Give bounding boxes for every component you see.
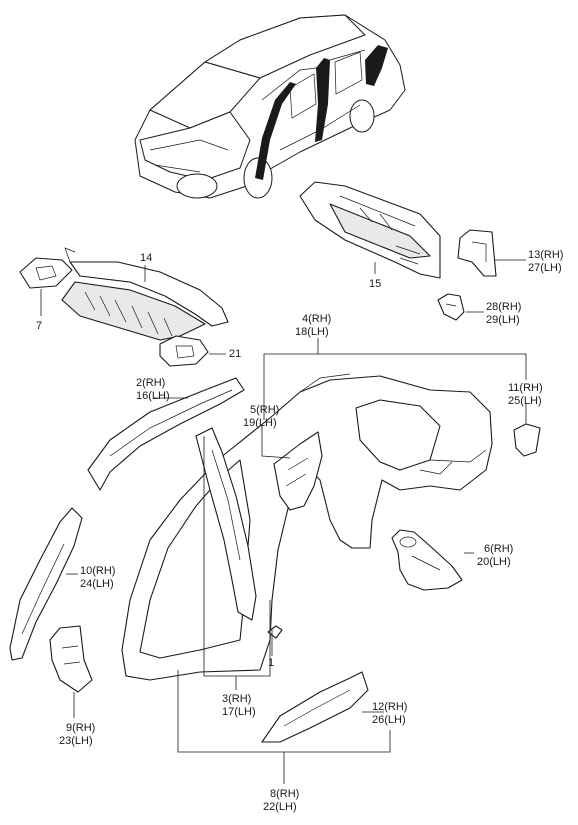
callout-1: 1 xyxy=(268,657,274,669)
part-12-sill xyxy=(261,671,369,743)
leader-lines xyxy=(40,259,527,784)
callout-13-27: 13(RH) 27(LH) xyxy=(528,249,567,274)
callout-15: 15 xyxy=(369,278,381,290)
part-14-rear-shelf xyxy=(61,247,229,341)
part-6-wheelhouse xyxy=(391,529,463,591)
callout-3-17: 3(RH) 17(LH) xyxy=(222,693,256,718)
callout-4-18: 4(RH) 18(LH) xyxy=(295,313,334,338)
part-21-bracket xyxy=(159,335,209,367)
callouts: 14 7 21 15 13(RH) 27(LH) 28(RH) 29(LH) 4… xyxy=(36,249,567,813)
part-5-pillar-reinforcement xyxy=(273,431,323,511)
callout-9-23: 9(RH) 23(LH) xyxy=(59,722,98,747)
callout-28-29: 28(RH) 29(LH) xyxy=(486,301,525,326)
callout-8-22: 8(RH) 22(LH) xyxy=(263,788,302,813)
callout-14: 14 xyxy=(140,252,152,264)
callout-11-25: 11(RH) 25(LH) xyxy=(508,382,546,407)
part-13-bracket xyxy=(457,229,497,277)
part-2-roof-rail xyxy=(87,377,245,491)
callout-5-19: 5(RH) 19(LH) xyxy=(243,404,282,429)
part-28-clip xyxy=(437,293,465,321)
part-7-bracket xyxy=(19,257,73,289)
part-11-cap xyxy=(513,423,541,457)
part-9-bracket xyxy=(49,625,93,693)
callout-21: 21 xyxy=(229,348,241,360)
part-3-center-pillar xyxy=(195,427,257,621)
callout-6-20: 6(RH) 20(LH) xyxy=(477,543,516,568)
car-illustration xyxy=(134,14,406,199)
callout-2-16: 2(RH) 16(LH) xyxy=(136,377,170,402)
callout-10-24: 10(RH) 24(LH) xyxy=(80,565,119,590)
callout-12-26: 12(RH) 26(LH) xyxy=(372,701,411,726)
part-1-clip xyxy=(267,625,283,639)
part-15-rear-floor xyxy=(299,181,441,279)
part-10-front-pillar xyxy=(9,507,83,661)
callout-7: 7 xyxy=(36,320,42,332)
